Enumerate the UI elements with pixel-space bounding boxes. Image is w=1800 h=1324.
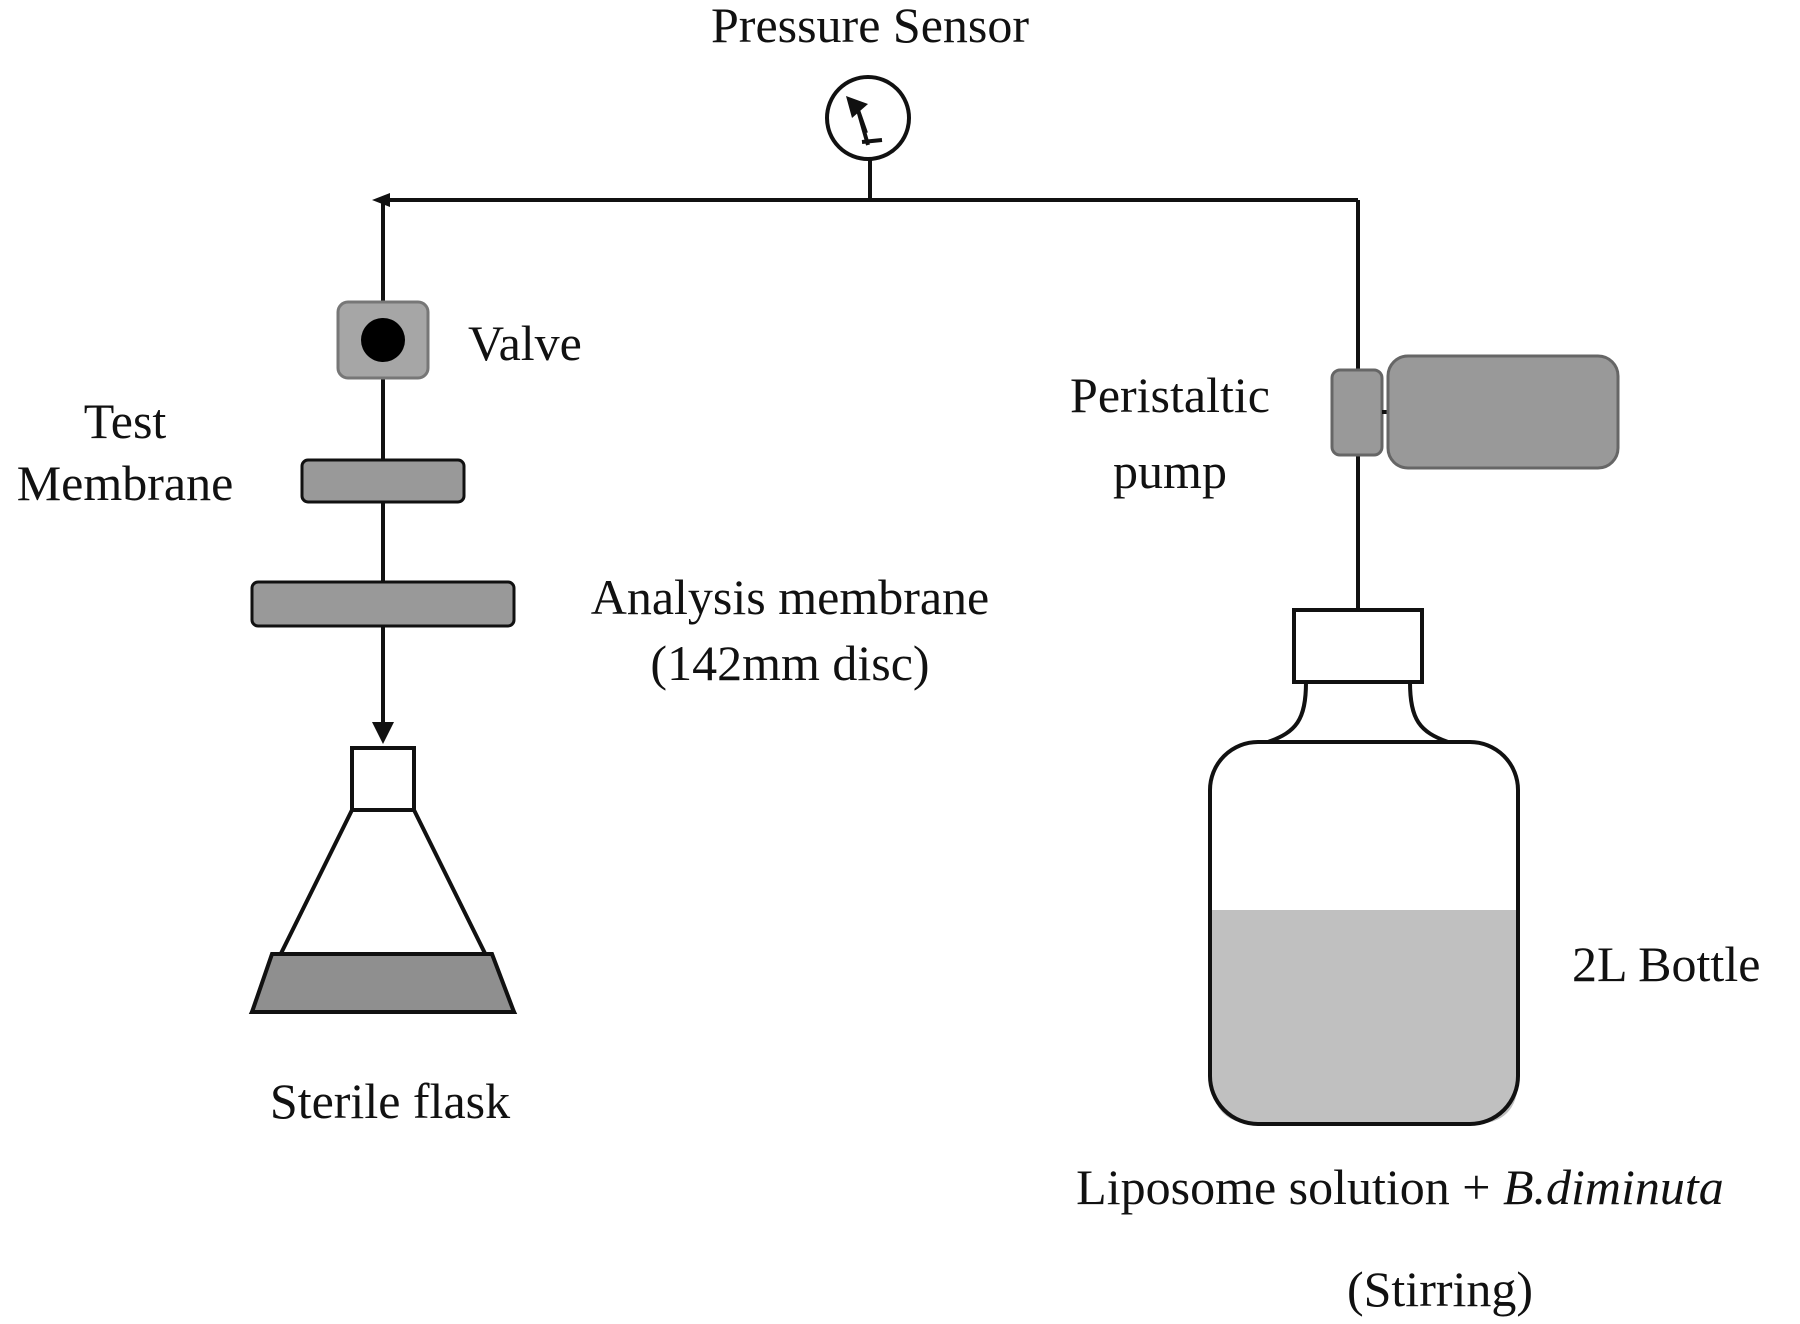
- pump-head: [1330, 368, 1384, 457]
- gauge-needle-tip: [846, 96, 868, 118]
- analysis-membrane-label-line2: (142mm disc): [650, 635, 930, 691]
- bottle-label: 2L Bottle: [1572, 936, 1761, 992]
- bottle-shoulder-left: [1267, 681, 1308, 744]
- bottle-liquid: [1212, 910, 1518, 1124]
- pump-motor: [1386, 354, 1620, 470]
- peristaltic-pump: [1330, 354, 1620, 470]
- organism-name: B.diminuta: [1502, 1159, 1724, 1215]
- gauge-needle-base: [861, 138, 883, 144]
- valve: [336, 300, 430, 380]
- valve-knob: [361, 318, 405, 362]
- pressure-sensor-label: Pressure Sensor: [710, 0, 1030, 53]
- bottle-cap: [1292, 608, 1424, 684]
- liposome-solution-text: Liposome solution +: [1076, 1159, 1503, 1215]
- bottle-body: [1208, 740, 1520, 1126]
- test-membrane-label-line2: Membrane: [16, 455, 234, 511]
- test-membrane-label-line1: Test: [83, 393, 167, 449]
- peristaltic-pump-label-line1: Peristaltic: [1070, 367, 1270, 423]
- flask-liquid: [249, 952, 517, 1014]
- peristaltic-pump-label-line2: pump: [1113, 443, 1227, 499]
- liposome-solution-label: Liposome solution + B.diminuta: [980, 1158, 1800, 1216]
- flask-neck: [350, 746, 416, 812]
- analysis-membrane-label-line1: Analysis membrane: [590, 569, 990, 625]
- gauge-dial: [825, 75, 911, 161]
- pressure-sensor-gauge: [825, 75, 911, 161]
- flow-arrow-left: [372, 193, 390, 207]
- stirring-label: (Stirring): [1346, 1261, 1534, 1317]
- analysis-membrane: [250, 580, 516, 628]
- sterile-flask-label: Sterile flask: [269, 1073, 511, 1129]
- bottle: [1208, 608, 1520, 1126]
- bottle-shoulder-right: [1408, 681, 1449, 744]
- tubing: [381, 158, 1360, 728]
- sterile-flask: [248, 746, 518, 1014]
- valve-label: Valve: [468, 315, 582, 371]
- test-membrane: [300, 458, 466, 504]
- gauge-needle: [856, 109, 870, 146]
- flow-arrow-down: [372, 722, 394, 744]
